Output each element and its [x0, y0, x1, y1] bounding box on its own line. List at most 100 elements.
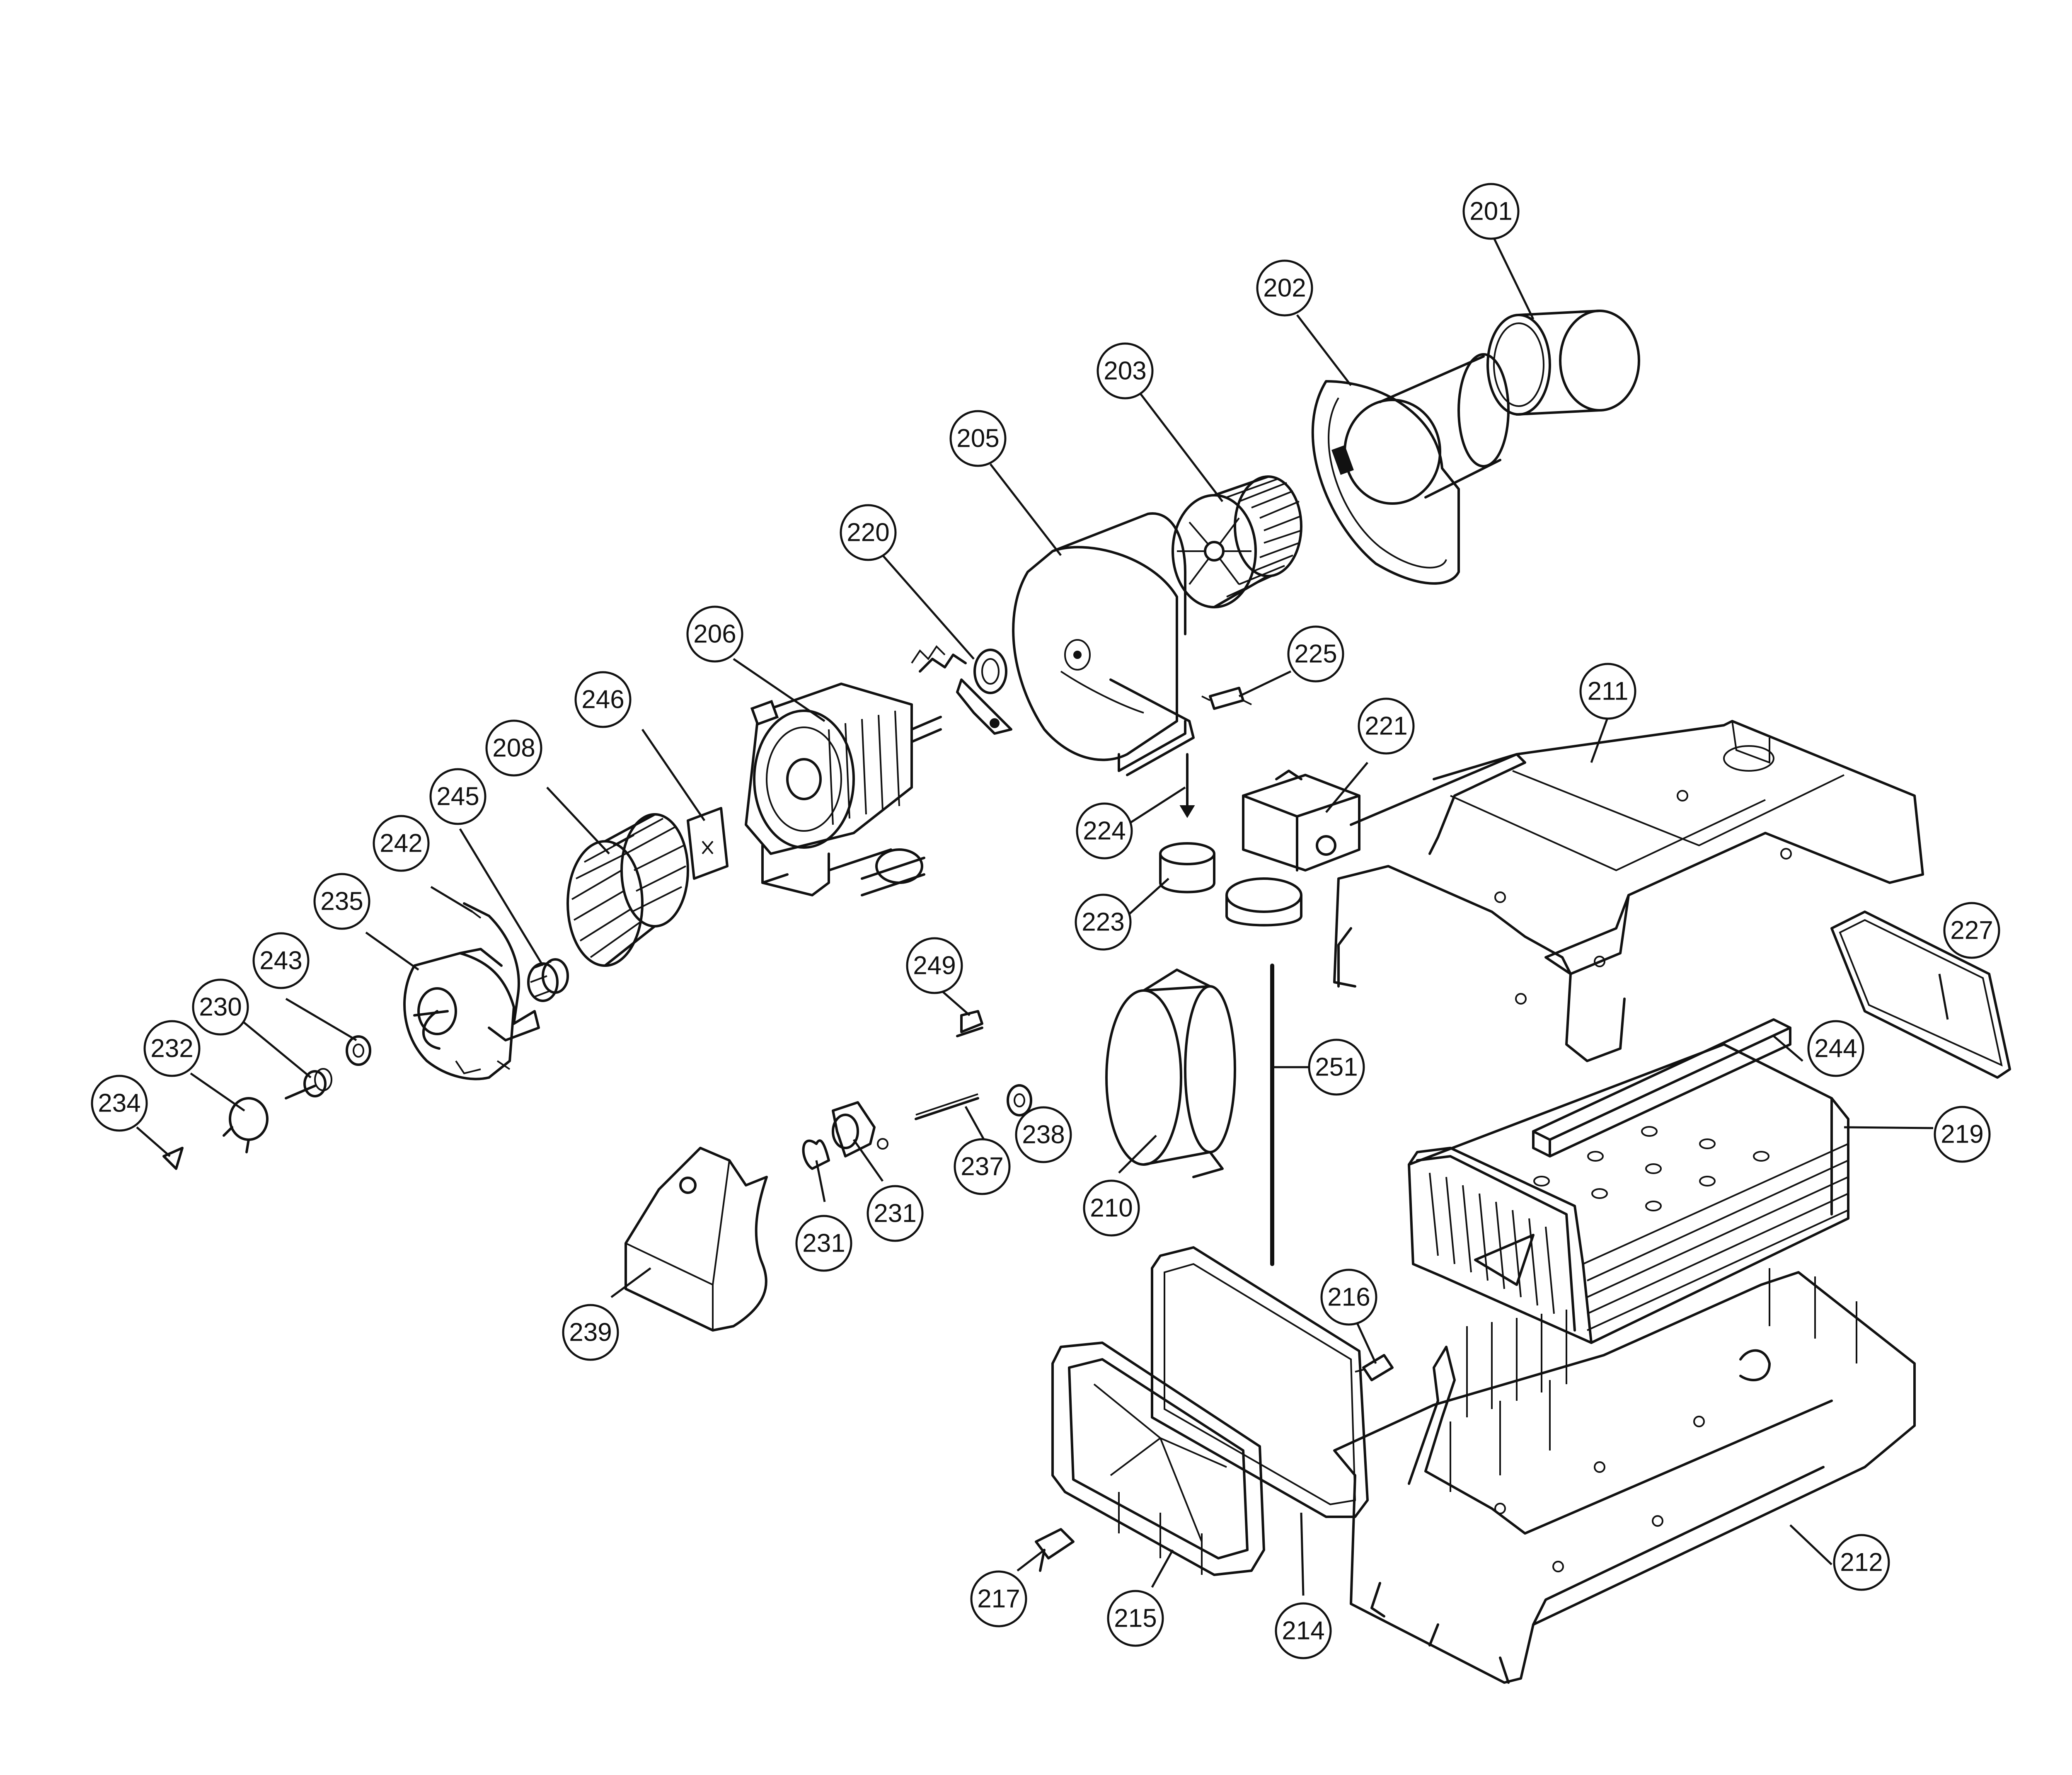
callout-214: 214 [1275, 1602, 1332, 1659]
callout-202: 202 [1256, 259, 1313, 317]
part-230-bushing [285, 1068, 332, 1099]
callout-238: 238 [1015, 1106, 1072, 1163]
callout-label: 220 [847, 518, 889, 547]
callout-237: 237 [954, 1138, 1011, 1195]
callout-232: 232 [143, 1020, 201, 1077]
callout-201: 201 [1462, 183, 1520, 240]
callout-label: 230 [199, 993, 242, 1022]
callout-label: 246 [581, 685, 624, 714]
callout-217: 217 [970, 1570, 1027, 1627]
callout-label: 239 [569, 1318, 612, 1347]
part-215-front-frame [1051, 1342, 1265, 1576]
callout-208: 208 [485, 719, 542, 777]
callout-216: 216 [1320, 1269, 1377, 1326]
callout-225: 225 [1287, 625, 1344, 683]
callout-label: 208 [492, 734, 535, 763]
callout-label: 202 [1263, 274, 1306, 303]
callout-label: 244 [1814, 1034, 1857, 1063]
part-203-blower-wheel [1172, 475, 1302, 608]
callout-label: 210 [1090, 1194, 1133, 1223]
callout-label: 237 [961, 1153, 1003, 1181]
callout-label: 216 [1327, 1283, 1370, 1312]
callout-220: 220 [840, 504, 897, 561]
part-231-bearing [802, 1101, 888, 1170]
callout-212: 212 [1833, 1534, 1890, 1591]
part-206-motor [745, 683, 942, 896]
callout-label: 203 [1104, 357, 1146, 385]
part-225-clip [1201, 687, 1252, 710]
part-217-plug [1035, 1528, 1075, 1572]
callout-label: 217 [977, 1585, 1020, 1613]
callout-label: 234 [98, 1089, 140, 1118]
part-249-clip [956, 1010, 983, 1037]
part-pins [1466, 1310, 1567, 1417]
part-246-plate [687, 807, 729, 880]
part-205-scroll-housing [1012, 512, 1195, 776]
callout-203: 203 [1097, 342, 1154, 400]
part-212-base-tray [1333, 1268, 1916, 1684]
callout-label: 206 [693, 620, 736, 649]
part-208-blower-wheel [566, 813, 689, 967]
callout-239: 239 [562, 1304, 619, 1361]
part-214-gasket [1151, 1246, 1369, 1518]
callout-249: 249 [906, 937, 963, 994]
callout-label: 232 [150, 1034, 193, 1063]
callout-205: 205 [949, 410, 1007, 467]
callout-235: 235 [313, 873, 370, 930]
part-221-gear-motor [1225, 770, 1360, 927]
callout-label: 219 [1941, 1120, 1983, 1149]
part-224-pin [1179, 753, 1195, 818]
callout-label: 212 [1840, 1548, 1883, 1577]
callout-243: 243 [252, 932, 310, 989]
callout-211: 211 [1579, 663, 1636, 720]
callout-244: 244 [1807, 1020, 1864, 1077]
callout-251: 251 [1308, 1039, 1365, 1096]
callout-231-right: 231 [867, 1185, 924, 1242]
callout-224: 224 [1076, 802, 1133, 860]
part-238-gear [1007, 1084, 1032, 1116]
callout-label: 205 [956, 424, 999, 453]
part-237-shaft [915, 1093, 979, 1120]
part-232-knob [223, 1097, 269, 1153]
callout-label: 251 [1315, 1053, 1358, 1082]
callout-215: 215 [1107, 1590, 1164, 1647]
callout-label: 245 [436, 782, 479, 811]
callout-label: 201 [1469, 197, 1512, 226]
callout-234: 234 [91, 1075, 148, 1132]
callout-label: 235 [320, 887, 363, 916]
callout-219: 219 [1934, 1106, 1991, 1163]
callout-206: 206 [686, 605, 743, 663]
callout-label: 227 [1950, 916, 1993, 945]
callout-label: 214 [1282, 1617, 1324, 1645]
part-242-bracket [463, 902, 540, 1041]
part-243-washer [346, 1035, 371, 1066]
part-244-bar [1532, 1018, 1791, 1158]
part-239-cover [625, 1147, 768, 1332]
callout-221: 221 [1358, 697, 1415, 755]
part-234-cap [162, 1147, 184, 1170]
part-235-fan-housing [403, 948, 515, 1080]
part-220-tensioner [911, 645, 1012, 735]
callout-label: 249 [913, 952, 956, 980]
part-201-ring [1486, 310, 1640, 416]
callout-label: 243 [259, 947, 302, 975]
callout-231-left: 231 [795, 1215, 852, 1272]
callout-label: 231 [802, 1229, 845, 1258]
leader-lines [136, 231, 1949, 1596]
part-219-heat-exchanger [1408, 1043, 1849, 1344]
callout-label: 223 [1082, 908, 1124, 937]
callout-230: 230 [192, 978, 249, 1036]
callout-label: 225 [1294, 640, 1337, 668]
callout-label: 231 [874, 1199, 916, 1228]
callout-223: 223 [1075, 894, 1132, 951]
callout-210: 210 [1083, 1179, 1140, 1237]
part-223-cylinder [1159, 842, 1215, 894]
callout-227: 227 [1943, 902, 2000, 959]
callout-246: 246 [574, 671, 632, 728]
callout-245: 245 [429, 768, 487, 825]
callout-label: 242 [380, 829, 422, 858]
callout-label: 224 [1083, 817, 1126, 845]
callout-label: 211 [1588, 677, 1629, 706]
part-202-housing-cover [1311, 353, 1510, 585]
